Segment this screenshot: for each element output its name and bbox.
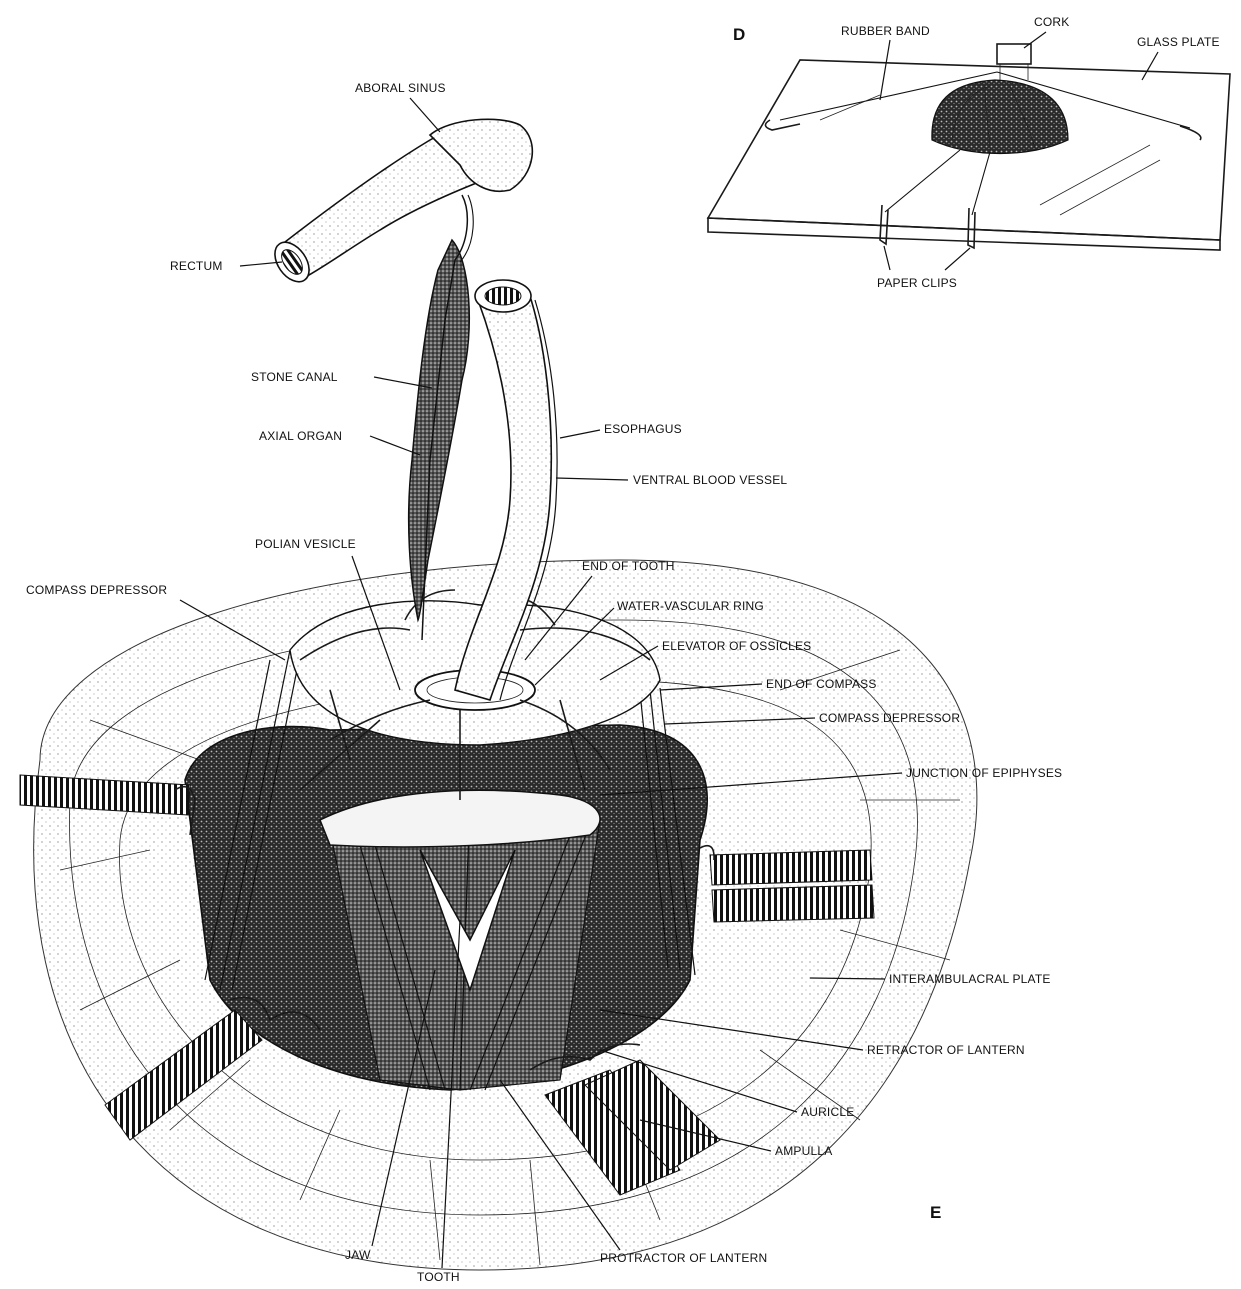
paper-clips-label: PAPER CLIPS [877,276,957,290]
interambulacral-plate-label: INTERAMBULACRAL PLATE [889,972,1051,986]
ampulla-label: AMPULLA [775,1144,832,1158]
compass-depressor-left-label: COMPASS DEPRESSOR [26,583,167,597]
panel-d-illustration [708,44,1230,250]
protractor-of-lantern-label: PROTRACTOR OF LANTERN [600,1251,767,1265]
glass-plate-label: GLASS PLATE [1137,35,1220,49]
polian-vesicle-label: POLIAN VESICLE [255,537,356,551]
rubber-band-label: RUBBER BAND [841,24,930,38]
end-of-tooth-label: END OF TOOTH [582,559,675,573]
auricle-label: AURICLE [801,1105,854,1119]
retractor-of-lantern-label: RETRACTOR OF LANTERN [867,1043,1025,1057]
ventral-blood-vessel-label: VENTRAL BLOOD VESSEL [633,473,787,487]
aboral-sinus-label: ABORAL SINUS [355,81,446,95]
esophagus-label: ESOPHAGUS [604,422,682,436]
axial-organ-label: AXIAL ORGAN [259,429,342,443]
elevator-of-ossicles-label: ELEVATOR OF OSSICLES [662,639,811,653]
end-of-compass-label: END OF COMPASS [766,677,877,691]
rectum-tube [268,119,532,288]
jaw-label: JAW [345,1248,371,1262]
panel-e-letter: E [930,1203,941,1222]
cork-label: CORK [1034,15,1069,29]
tooth-label: TOOTH [417,1270,460,1284]
compass-depressor-right-label: COMPASS DEPRESSOR [819,711,960,725]
junction-of-epiphyses-label: JUNCTION OF EPIPHYSES [906,766,1062,780]
panel-d-letter: D [733,25,745,44]
water-vascular-ring-label: WATER-VASCULAR RING [617,599,764,613]
stone-canal-label: STONE CANAL [251,370,338,384]
rectum-label: RECTUM [170,259,223,273]
